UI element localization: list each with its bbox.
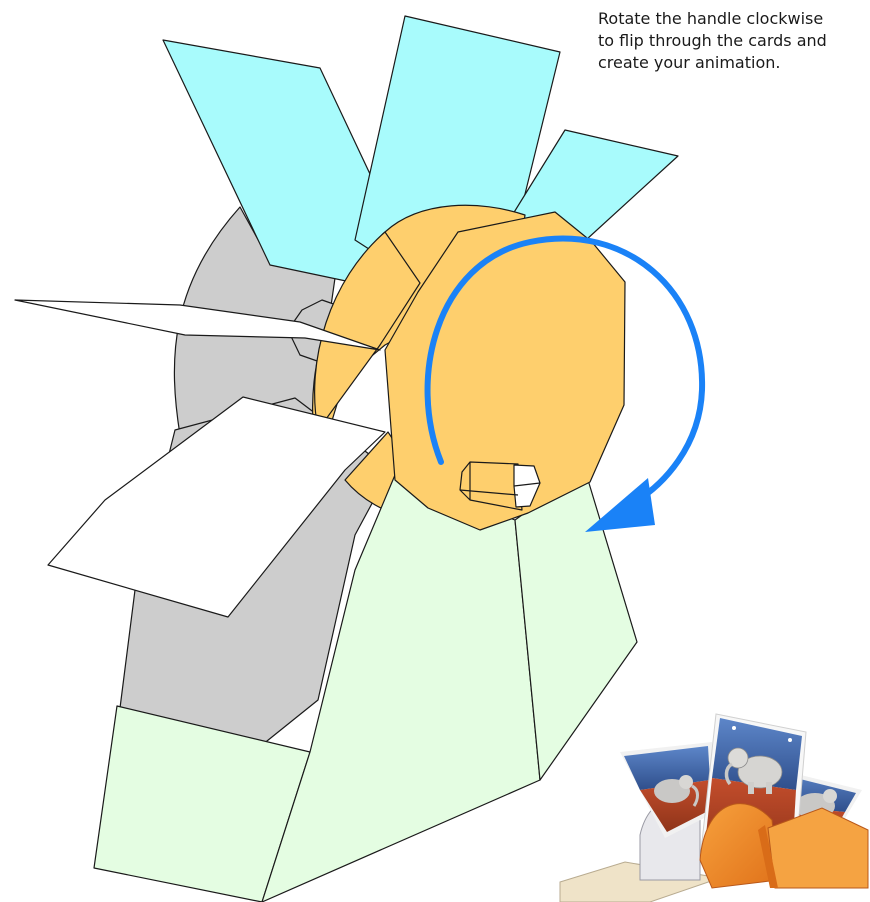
instruction-text: Rotate the handle clockwise to flip thro…	[598, 8, 866, 74]
instruction-line-2: to flip through the cards and	[598, 30, 866, 52]
assembled-model-photo	[560, 714, 868, 902]
instruction-line-1: Rotate the handle clockwise	[598, 8, 866, 30]
instruction-line-3: create your animation.	[598, 52, 866, 74]
